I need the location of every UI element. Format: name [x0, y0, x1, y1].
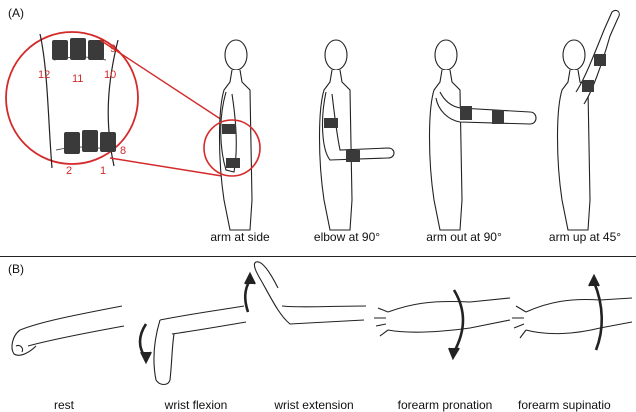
- mannequin-arm-at-side: [204, 40, 260, 230]
- caption-forearm-supination: forearm supinatio: [518, 398, 636, 412]
- mannequin-arm-out-90: [430, 40, 537, 230]
- hand-wrist-extension: [245, 262, 366, 324]
- hand-rest: [12, 306, 124, 355]
- sensor-number-2: 2: [66, 165, 72, 177]
- zoom-inset: 9 10 11 12 1 2 8: [6, 32, 138, 177]
- caption-forearm-pronation: forearm pronation: [388, 398, 502, 412]
- hand-forearm-supination: [512, 276, 632, 350]
- caption-arm-at-side: arm at side: [200, 230, 280, 244]
- caption-arm-out-90: arm out at 90°: [414, 230, 514, 244]
- hand-forearm-pronation: [374, 290, 510, 358]
- sensor-number-1: 1: [100, 165, 106, 177]
- caption-rest: rest: [44, 398, 84, 412]
- upper-sensor-band: [52, 38, 104, 60]
- caption-elbow-90: elbow at 90°: [304, 230, 390, 244]
- lower-sensor-band: [64, 130, 116, 154]
- caption-wrist-extension: wrist extension: [262, 398, 366, 412]
- hand-wrist-flexion: [140, 306, 246, 385]
- sensor-number-12: 12: [38, 69, 50, 81]
- mannequin-elbow-90: [320, 40, 395, 230]
- zoom-connector-bottom: [110, 158, 222, 176]
- sensor-number-11: 11: [72, 73, 83, 85]
- sensor-number-10: 10: [104, 69, 116, 81]
- mannequin-arm-up-45: [558, 10, 620, 230]
- sensor-number-8: 8: [120, 145, 126, 157]
- caption-arm-up-45: arm up at 45°: [536, 230, 634, 244]
- caption-wrist-flexion: wrist flexion: [150, 398, 242, 412]
